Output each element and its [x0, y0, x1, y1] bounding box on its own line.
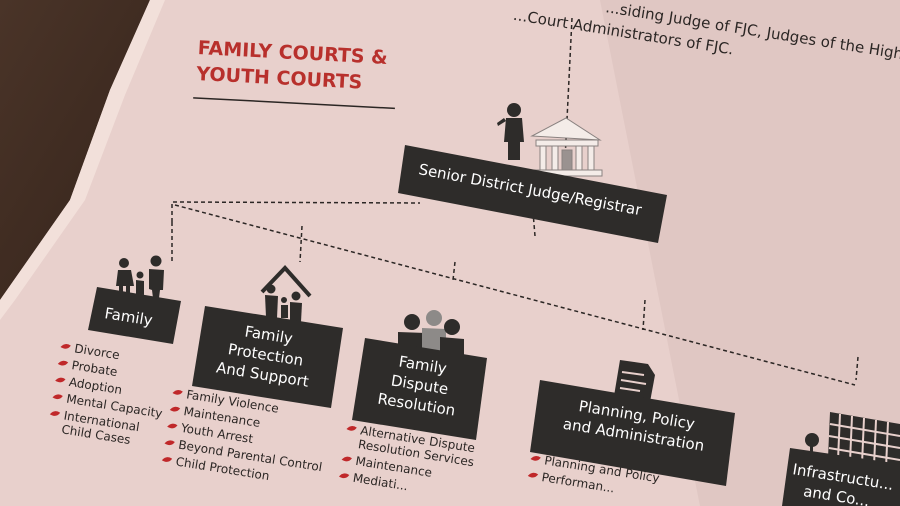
division-box-protection: Family Protection And Support: [192, 306, 343, 408]
division-box-infrastructure: Infrastructu... and Co...: [782, 448, 900, 506]
leaf-bullet-icon: [346, 426, 357, 431]
leaf-bullet-icon: [172, 390, 183, 395]
leaf-bullet-icon: [164, 440, 175, 446]
judge-icon: [497, 103, 524, 160]
group-people-icon: [398, 310, 464, 358]
leaf-bullet-icon: [341, 456, 352, 462]
leaf-bullet-icon: [52, 394, 63, 400]
house-family-icon: [260, 265, 312, 322]
division-box-planning: Planning, Policy and Administration: [530, 380, 735, 486]
courthouse-icon: [530, 117, 603, 177]
leaf-bullet-icon: [161, 457, 173, 462]
section-title-rule: [193, 97, 395, 110]
leaf-bullet-icon: [530, 456, 541, 461]
paper-left-edge: [0, 0, 165, 320]
leaf-bullet-icon: [338, 473, 350, 479]
leaf-bullet-icon: [57, 360, 69, 366]
division-box-dispute: Family Dispute Resolution: [352, 338, 487, 440]
document-icon: [614, 360, 655, 402]
building-grid-icon: [805, 412, 900, 470]
family-icon: [116, 255, 164, 298]
leaf-bullet-icon: [49, 411, 61, 416]
leaf-bullet-icon: [60, 344, 71, 349]
head-node-box: [398, 145, 667, 243]
leaf-bullet-icon: [169, 406, 181, 412]
paper-shadow: [600, 0, 900, 506]
leaf-bullet-icon: [55, 377, 66, 383]
leaf-bullet-icon: [527, 472, 539, 478]
division-box-family: Family: [88, 287, 181, 344]
leaf-bullet-icon: [167, 423, 178, 429]
